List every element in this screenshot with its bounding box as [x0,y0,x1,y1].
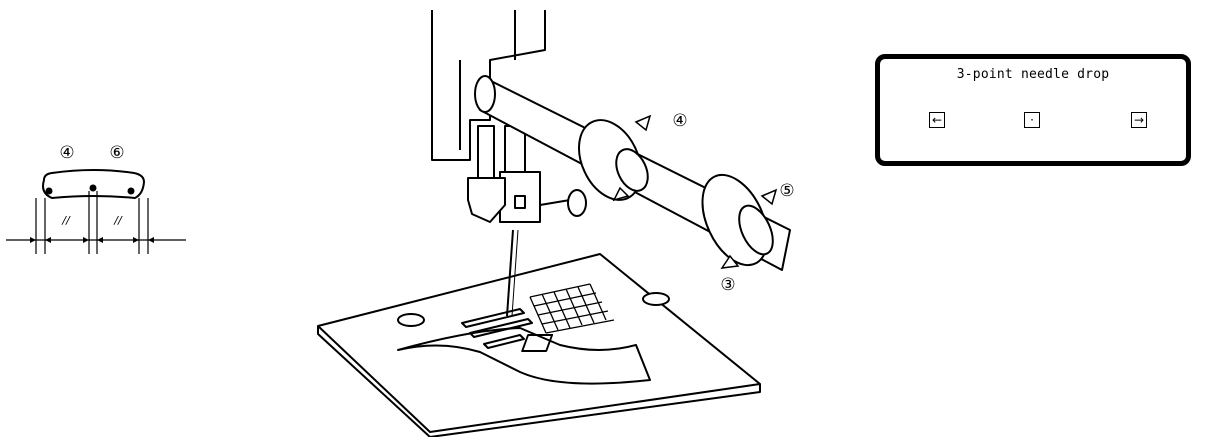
needle-drop-diagram: ④ ⑥ // // [6,143,186,254]
callout-3: ③ [720,275,735,295]
right-arrow-key[interactable]: → [1131,112,1147,128]
needle-point-left [45,187,53,195]
left-arrow-key[interactable]: ← [929,112,945,128]
center-key[interactable]: · [1024,112,1040,128]
plate-screw-left [397,313,425,327]
presser-foot-outline [42,169,146,200]
lcd-title: 3-point needle drop [956,67,1110,82]
equal-mark-left: // [61,214,71,227]
feed-dogs [461,308,533,349]
bobbin-cover [397,327,651,385]
plate-square [521,334,554,352]
lcd-display-panel: 3-point needle drop ← · → [875,54,1191,166]
marker-4: ④ [59,143,74,163]
thumb-screw [567,189,587,217]
needle-point-right [127,187,135,195]
callout-4: ④ [672,111,687,131]
needle-point-center [89,184,97,192]
marker-6: ⑥ [109,143,124,163]
presser-foot [467,177,506,223]
callout-5: ⑤ [779,181,794,201]
rotation-arrows [612,114,778,269]
guide-lines [35,191,149,254]
presser-bar [477,125,495,179]
plate-screw-right [642,292,670,306]
measure-arrows [30,237,154,243]
equal-mark-right: // [113,214,123,227]
plate-grid [529,283,615,334]
needle [506,229,514,317]
